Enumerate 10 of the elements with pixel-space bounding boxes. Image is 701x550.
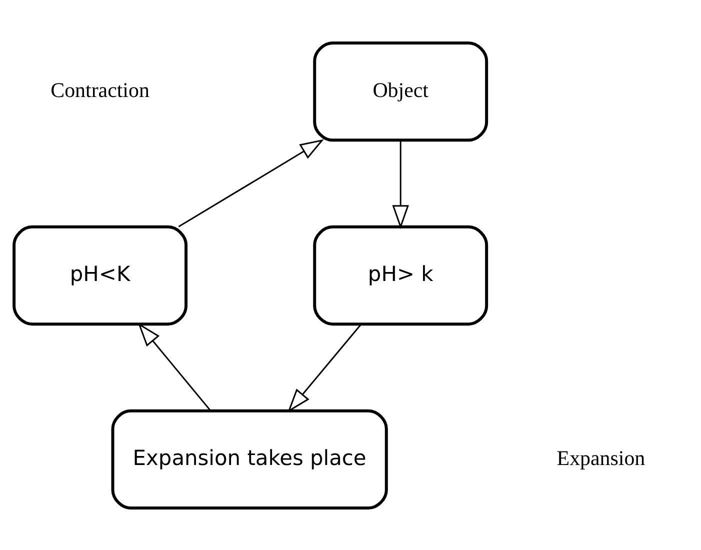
label: Contraction [50, 78, 150, 102]
node-box: pH<K [12, 224, 188, 326]
node-box: Object [313, 40, 488, 142]
arrow [288, 324, 362, 412]
node-box: Expansion takes place [111, 408, 388, 510]
label: Expansion [556, 445, 646, 470]
arrow [392, 140, 409, 229]
node-box: pH> k [313, 224, 488, 326]
arrow [138, 322, 212, 411]
arrow [178, 138, 324, 227]
